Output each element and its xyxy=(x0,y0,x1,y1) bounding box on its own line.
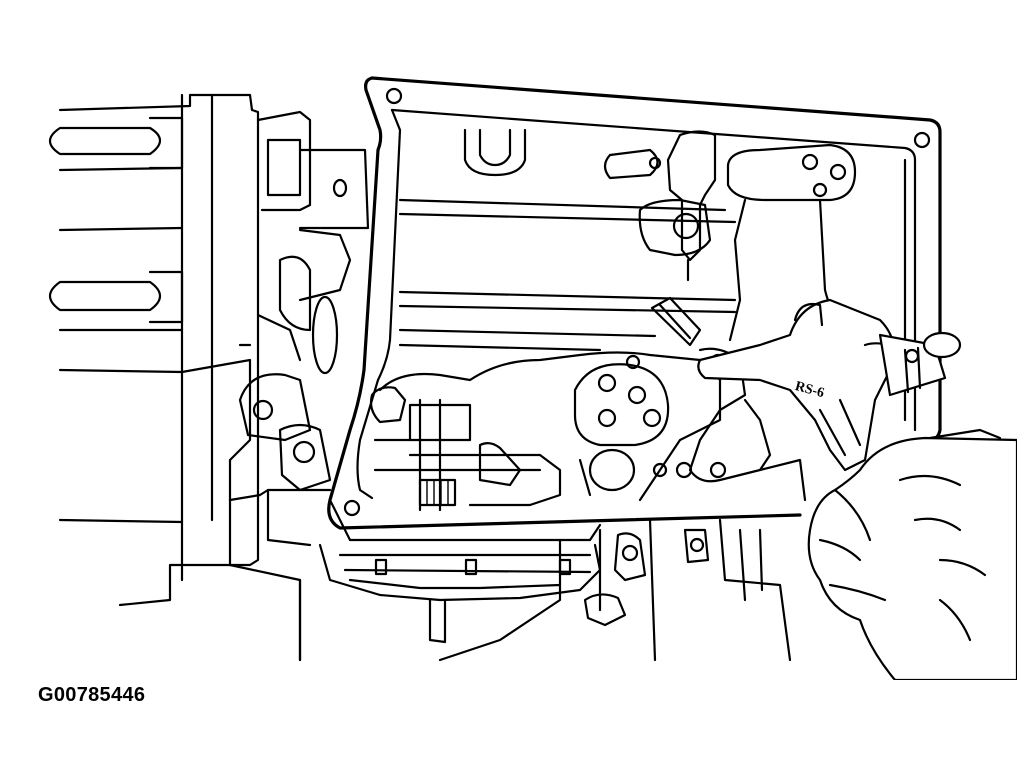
transmission-case-illustration: RS-6 xyxy=(48,76,1017,680)
case-body xyxy=(228,110,370,662)
left-housing xyxy=(48,93,260,607)
lower-case xyxy=(298,498,792,662)
air-blow-gun-icon: RS-6 xyxy=(697,298,962,472)
figure-id-label: G00785446 xyxy=(38,684,146,706)
gasket-flange xyxy=(327,76,942,530)
hand-icon xyxy=(807,428,1017,680)
tool-marking: RS-6 xyxy=(793,379,825,401)
